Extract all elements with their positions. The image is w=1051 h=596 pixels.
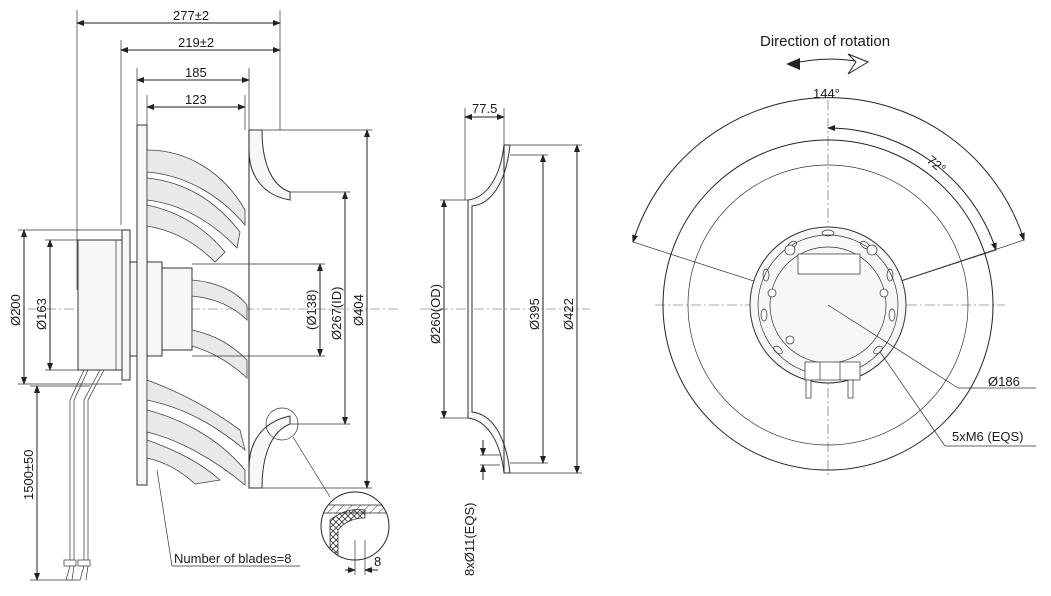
impeller-blades: [146, 149, 248, 486]
inlet-ring-profile: [467, 144, 511, 474]
detail-dim: 8: [374, 554, 381, 569]
dim-hub-length: 123: [185, 92, 207, 107]
inlet-dia-422: Ø422: [561, 298, 576, 330]
dia-wheel: Ø404: [351, 294, 366, 326]
dia-motor-inner: Ø163: [34, 298, 49, 330]
inlet-ring-view: 77.5 Ø260(OD) Ø395 Ø422 8xØ11(EQS): [420, 101, 590, 576]
rotation-label: Direction of rotation: [760, 33, 890, 50]
inlet-dia-395: Ø395: [527, 298, 542, 330]
front-view: Direction of rotation 144° 72°: [632, 33, 1036, 478]
side-diameter-dims: [18, 129, 372, 581]
inlet-dims: [440, 108, 582, 480]
inlet-holes: 8xØ11(EQS): [462, 503, 477, 576]
dia-186: Ø186: [988, 374, 1020, 389]
dia-motor: Ø200: [8, 294, 23, 326]
inlet-dia-od: Ø260(OD): [428, 284, 443, 344]
cable-length: 1500±50: [21, 449, 36, 500]
angle-144: 144°: [813, 86, 840, 101]
dim-overall-length: 277±2: [173, 8, 209, 23]
detail-view: [320, 491, 390, 575]
dia-inlet-id: Ø267(ID): [329, 287, 344, 340]
dim-body-length: 219±2: [178, 35, 214, 50]
motor-cables: [63, 369, 105, 581]
motor-housing: [77, 229, 193, 381]
blades-note: Number of blades=8: [174, 551, 291, 566]
top-dimensions: [76, 10, 281, 290]
backplate: [136, 124, 148, 486]
dim-wheel-length: 185: [185, 65, 207, 80]
inlet-depth: 77.5: [472, 101, 497, 116]
screws-note: 5xM6 (EQS): [952, 429, 1024, 444]
rotation-arrow-icon: [786, 53, 870, 75]
cable-connector: [804, 361, 861, 399]
front-shroud: [248, 129, 291, 489]
dia-hub: (Ø138): [304, 290, 319, 330]
side-view: 277±2 219±2 185 123: [8, 8, 400, 581]
